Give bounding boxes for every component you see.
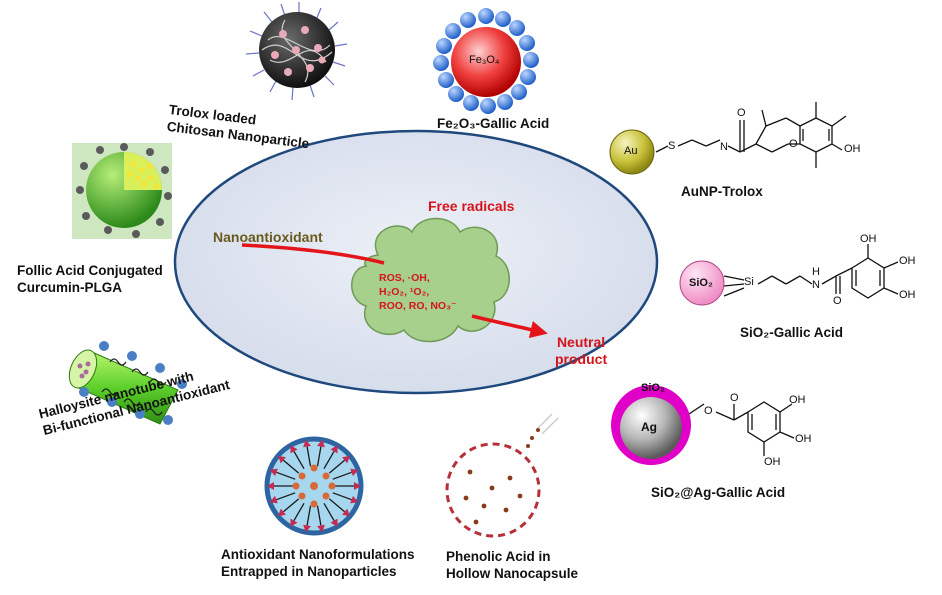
- micelle-tail: [332, 471, 352, 480]
- ag-core-label: Ag: [641, 420, 657, 434]
- micelle-tail: [328, 498, 346, 513]
- au-o-carbonyl: O: [737, 107, 746, 119]
- neutral-line-1: Neutral: [556, 334, 606, 350]
- micelle-tail: [293, 451, 305, 470]
- micelle-head: [342, 508, 350, 517]
- au-s-atom: S: [668, 140, 676, 152]
- fe3o4-nanoparticle-icon: [433, 8, 539, 114]
- micelle-tail: [306, 446, 312, 467]
- micelle-tail: [328, 459, 346, 474]
- halloysite-nanotube-icon: [68, 341, 187, 425]
- free-radicals-label: Free radicals: [428, 198, 515, 214]
- micelle-head: [342, 455, 350, 464]
- sio2-ag-o-top: O: [730, 392, 739, 404]
- sio2-o-carbonyl: O: [833, 295, 842, 307]
- micelle-head: [317, 524, 325, 533]
- micelle-tail: [306, 505, 312, 526]
- sio2-ag-oh-2: OH: [795, 433, 812, 445]
- sio2-shell-label: SiO₂: [641, 382, 665, 394]
- au-trolox-label: AuNP-Trolox: [681, 184, 763, 199]
- au-core-label: Au: [624, 145, 638, 157]
- sio2-ag-structure: [679, 401, 795, 456]
- folic-plga-line-1: Follic Acid Conjugated: [17, 263, 163, 278]
- micelle-tail: [323, 502, 335, 521]
- micelle-head: [330, 518, 338, 527]
- sio2-ag-oh-1: OH: [789, 394, 806, 406]
- phenolic-line-1: Phenolic Acid in: [446, 549, 551, 564]
- micelle-head: [303, 439, 311, 448]
- radical-line-3: ROO, RO, NO₃⁻: [379, 300, 457, 312]
- entrapped-label: Antioxidant Nanoformulations Entrapped i…: [221, 546, 415, 580]
- micelle-tail: [293, 502, 305, 521]
- au-oh-group: OH: [844, 143, 861, 155]
- folic-plga-label: Follic Acid Conjugated Curcumin-PLGA: [17, 262, 163, 296]
- sio2-n-atom: N: [812, 279, 820, 291]
- sio2-oh-top: OH: [860, 233, 877, 245]
- sio2-si-atom: Si: [744, 276, 754, 288]
- micelle-head: [354, 482, 361, 490]
- micelle-tail: [276, 492, 296, 501]
- radical-cloud: [351, 217, 510, 343]
- fe3o4-core-label: Fe₃O₄: [469, 54, 500, 66]
- micelle-head: [269, 495, 278, 504]
- sio2-core-label: SiO₂: [689, 277, 713, 289]
- radical-line-2: H₂O₂, ¹O₂,: [379, 286, 430, 298]
- nanoantioxidant-arrow: [241, 243, 385, 265]
- micelle-tail: [282, 498, 300, 513]
- micelle-head: [317, 439, 325, 448]
- fe-gallic-label: Fe₂O₃-Gallic Acid: [437, 116, 550, 131]
- micelle-tail: [276, 471, 296, 480]
- micelle-nanoformulation-icon: [264, 436, 364, 536]
- au-n-atom: N: [720, 141, 728, 153]
- sio2-ag-o-ether: O: [704, 405, 713, 417]
- micelle-head: [350, 495, 359, 504]
- micelle-head: [278, 508, 286, 517]
- micelle-head: [278, 455, 286, 464]
- micelle-head: [267, 482, 274, 490]
- micelle-head: [330, 445, 338, 454]
- micelle-head: [350, 468, 359, 477]
- radical-species-text: ROS, ·OH, H₂O₂, ¹O₂, ROO, RO, NO₃⁻: [379, 271, 456, 313]
- au-trolox-structure: [655, 102, 847, 168]
- micelle-head: [290, 445, 298, 454]
- plga-nanoparticle-icon: [72, 143, 172, 239]
- entrapped-line-1: Antioxidant Nanoformulations: [221, 547, 415, 562]
- neutral-line-2: product: [555, 351, 608, 367]
- sio2-oh-mid: OH: [899, 255, 916, 267]
- sio2-h-atom: H: [812, 266, 820, 278]
- micelle-tail: [323, 451, 335, 470]
- folic-plga-line-2: Curcumin-PLGA: [17, 280, 123, 295]
- neutral-product-arrow: [471, 314, 548, 339]
- neutral-product-label: Neutral product: [555, 334, 607, 368]
- sio2-ag-gallic-label: SiO₂@Ag-Gallic Acid: [651, 485, 786, 500]
- sio2-nanoparticle-icon: [679, 260, 725, 306]
- micelle-tail: [332, 492, 352, 501]
- radical-line-1: ROS, ·OH,: [379, 272, 430, 284]
- sio2-gallic-label: SiO₂-Gallic Acid: [740, 325, 844, 340]
- micelle-head: [290, 518, 298, 527]
- hollow-nanocapsule-icon: [445, 413, 559, 538]
- au-nanoparticle-icon: [609, 129, 655, 175]
- chitosan-nanoparticle-icon: [245, 2, 348, 101]
- phenolic-label: Phenolic Acid in Hollow Nanocapsule: [446, 548, 578, 582]
- micelle-head: [303, 524, 311, 533]
- entrapped-line-2: Entrapped in Nanoparticles: [221, 564, 397, 579]
- ag-core-icon: [620, 397, 682, 459]
- phenolic-line-2: Hollow Nanocapsule: [446, 566, 579, 581]
- sio2-ag-oh-3: OH: [764, 456, 781, 468]
- micelle-tail: [316, 446, 322, 467]
- micelle-tail: [282, 459, 300, 474]
- sio2-gallic-structure: [723, 244, 899, 299]
- au-o-ring: O: [789, 138, 798, 150]
- micelle-tail: [316, 505, 322, 526]
- micelle-head: [269, 468, 278, 477]
- sio2-oh-bottom: OH: [899, 289, 916, 301]
- nanoantioxidant-label: Nanoantioxidant: [213, 229, 323, 245]
